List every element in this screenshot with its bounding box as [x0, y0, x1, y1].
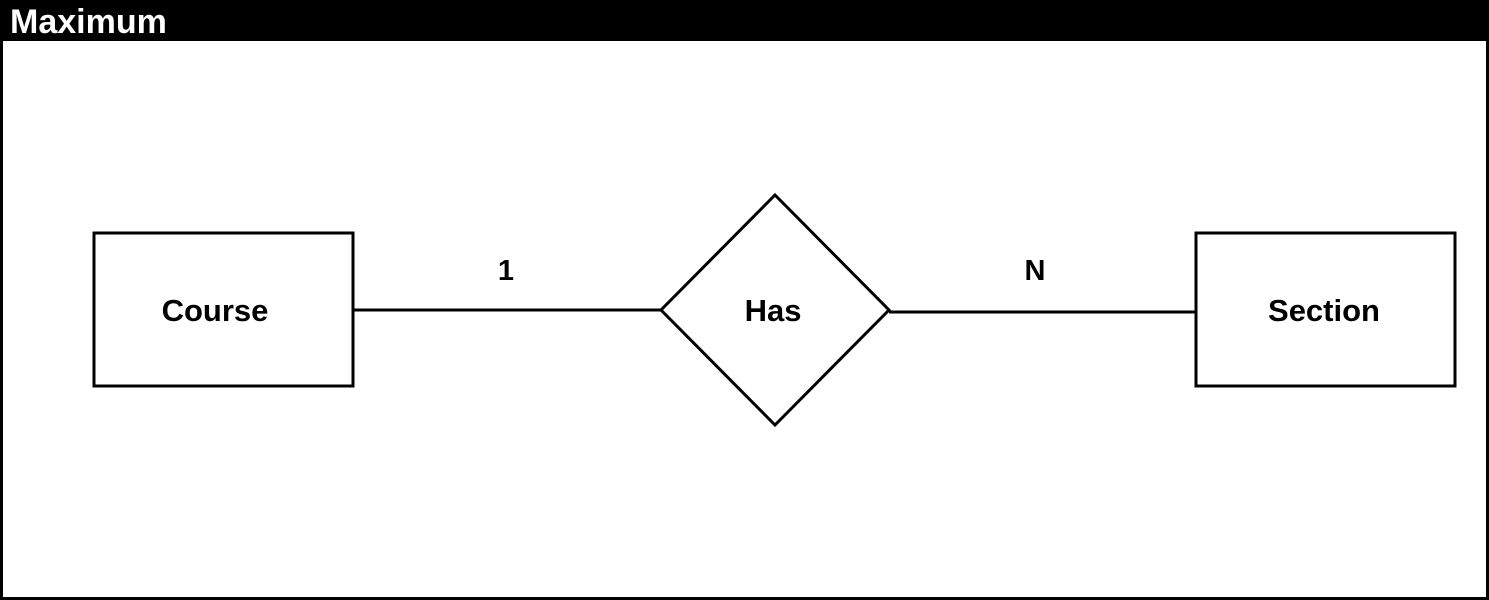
- cardinality-left: 1: [498, 255, 514, 287]
- entity-section-label: Section: [1268, 293, 1380, 328]
- relationship-has-label: Has: [745, 293, 802, 328]
- relationship-has-diamond: [658, 192, 892, 428]
- entity-course-box: [92, 231, 355, 388]
- frame-title-bar: Maximum: [3, 3, 1486, 41]
- cardinality-right: N: [1025, 255, 1046, 287]
- frame-title: Maximum: [10, 3, 167, 41]
- entity-course-label: Course: [162, 293, 269, 328]
- entity-section-box: [1194, 231, 1457, 388]
